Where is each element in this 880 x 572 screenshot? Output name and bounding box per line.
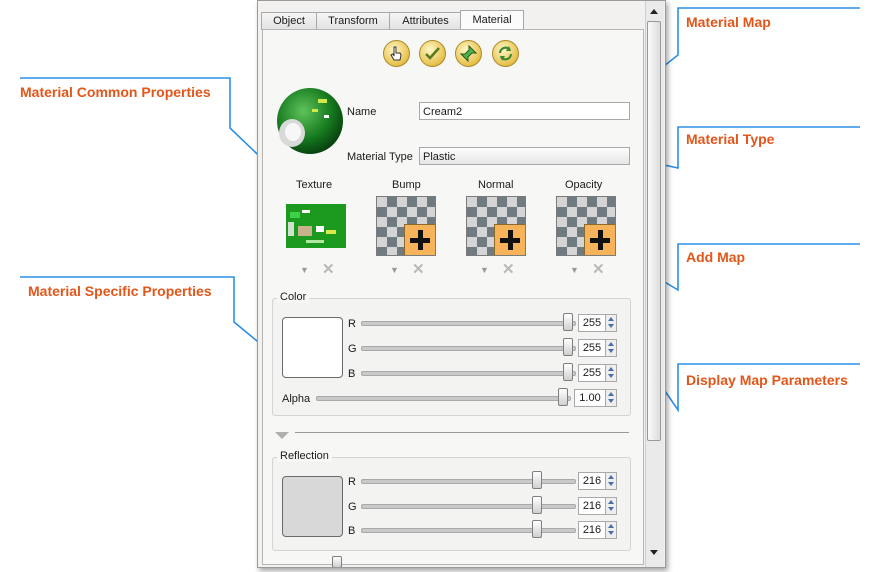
scroll-up-icon[interactable] bbox=[650, 9, 658, 14]
color-r-label: R bbox=[348, 318, 356, 330]
callout-material-common: Material Common Properties bbox=[20, 84, 211, 100]
reflection-g-slider-handle[interactable] bbox=[532, 496, 542, 514]
bump-map-options-icon[interactable]: ▼ bbox=[390, 265, 399, 275]
pin-material-button[interactable] bbox=[455, 40, 482, 67]
alpha-value[interactable]: 1.00 bbox=[574, 389, 606, 407]
texture-map-options-icon[interactable]: ▼ bbox=[300, 265, 309, 275]
normal-map-options-icon[interactable]: ▼ bbox=[480, 265, 489, 275]
texture-map-thumbnail[interactable] bbox=[286, 196, 346, 256]
reflection-b-slider-handle[interactable] bbox=[532, 520, 542, 538]
color-b-slider[interactable] bbox=[361, 371, 576, 376]
collapse-toggle-icon[interactable] bbox=[275, 432, 289, 439]
color-g-slider-handle[interactable] bbox=[563, 338, 573, 356]
reflection-group-title: Reflection bbox=[277, 450, 332, 462]
color-r-slider[interactable] bbox=[361, 321, 576, 326]
callout-material-specific: Material Specific Properties bbox=[28, 283, 212, 299]
map-label-opacity: Opacity bbox=[565, 179, 603, 191]
properties-panel: Object Transform Attributes Material bbox=[257, 0, 666, 568]
texture-image bbox=[286, 204, 346, 248]
refresh-icon bbox=[498, 46, 513, 61]
alpha-spinner[interactable] bbox=[605, 389, 617, 407]
name-label: Name bbox=[347, 106, 377, 118]
reflection-g-label: G bbox=[348, 501, 357, 513]
reflection-swatch[interactable] bbox=[282, 476, 343, 537]
normal-map-slot[interactable] bbox=[466, 196, 526, 256]
reflection-b-spinner[interactable] bbox=[605, 521, 617, 539]
opacity-map-remove-icon[interactable]: ✕ bbox=[592, 261, 605, 278]
color-b-value[interactable]: 255 bbox=[578, 364, 606, 382]
checkmark-icon bbox=[425, 47, 440, 60]
reflection-b-slider[interactable] bbox=[361, 528, 576, 533]
reflection-r-slider-handle[interactable] bbox=[532, 471, 542, 489]
select-material-button[interactable] bbox=[383, 40, 410, 67]
next-slider-handle[interactable] bbox=[332, 556, 342, 567]
alpha-label: Alpha bbox=[282, 393, 311, 405]
reflection-g-spinner[interactable] bbox=[605, 497, 617, 515]
alpha-slider-handle[interactable] bbox=[558, 388, 568, 406]
material-type-select[interactable]: Plastic bbox=[419, 147, 630, 165]
color-g-value[interactable]: 255 bbox=[578, 339, 606, 357]
callout-add-map: Add Map bbox=[686, 249, 746, 265]
reflection-g-value[interactable]: 216 bbox=[578, 497, 606, 515]
callout-material-map: Material Map bbox=[686, 14, 771, 30]
reflection-g-slider[interactable] bbox=[361, 504, 576, 509]
reflection-r-label: R bbox=[348, 476, 356, 488]
reflection-r-spinner[interactable] bbox=[605, 472, 617, 490]
color-g-spinner[interactable] bbox=[605, 339, 617, 357]
opacity-map-slot[interactable] bbox=[556, 196, 616, 256]
material-preview-sphere bbox=[277, 88, 343, 154]
color-b-spinner[interactable] bbox=[605, 364, 617, 382]
reflection-b-value[interactable]: 216 bbox=[578, 521, 606, 539]
color-r-spinner[interactable] bbox=[605, 314, 617, 332]
map-label-normal: Normal bbox=[478, 179, 514, 191]
color-b-slider-handle[interactable] bbox=[563, 363, 573, 381]
alpha-slider[interactable] bbox=[316, 396, 571, 401]
opacity-map-options-icon[interactable]: ▼ bbox=[570, 265, 579, 275]
callout-display-map-parameters: Display Map Parameters bbox=[686, 372, 848, 388]
reflection-b-label: B bbox=[348, 525, 356, 537]
map-label-bump: Bump bbox=[392, 179, 421, 191]
bump-map-slot[interactable] bbox=[376, 196, 436, 256]
apply-material-button[interactable] bbox=[419, 40, 446, 67]
name-field[interactable]: Cream2 bbox=[419, 102, 630, 120]
texture-map-remove-icon[interactable]: ✕ bbox=[322, 261, 335, 278]
color-swatch[interactable] bbox=[282, 317, 343, 378]
map-label-texture: Texture bbox=[296, 179, 333, 191]
material-type-label: Material Type bbox=[347, 151, 413, 163]
tab-object[interactable]: Object bbox=[261, 12, 317, 30]
color-b-label: B bbox=[348, 368, 356, 380]
add-map-icon[interactable] bbox=[584, 224, 615, 255]
hand-pointer-icon bbox=[390, 46, 402, 61]
section-divider bbox=[295, 432, 629, 433]
color-g-label: G bbox=[348, 343, 357, 355]
scroll-down-icon[interactable] bbox=[650, 550, 658, 555]
pin-icon bbox=[460, 45, 477, 62]
tab-material[interactable]: Material bbox=[460, 10, 524, 31]
color-g-slider[interactable] bbox=[361, 346, 576, 351]
add-map-icon[interactable] bbox=[494, 224, 525, 255]
tab-attributes[interactable]: Attributes bbox=[389, 12, 462, 30]
add-map-icon[interactable] bbox=[404, 224, 435, 255]
tab-transform[interactable]: Transform bbox=[316, 12, 390, 30]
refresh-material-button[interactable] bbox=[492, 40, 519, 67]
reflection-r-value[interactable]: 216 bbox=[578, 472, 606, 490]
normal-map-remove-icon[interactable]: ✕ bbox=[502, 261, 515, 278]
color-r-slider-handle[interactable] bbox=[563, 313, 573, 331]
reflection-r-slider[interactable] bbox=[361, 479, 576, 484]
scrollbar-thumb[interactable] bbox=[647, 21, 661, 441]
color-group-title: Color bbox=[277, 291, 310, 303]
color-r-value[interactable]: 255 bbox=[578, 314, 606, 332]
bump-map-remove-icon[interactable]: ✕ bbox=[412, 261, 425, 278]
callout-material-type: Material Type bbox=[686, 131, 775, 147]
